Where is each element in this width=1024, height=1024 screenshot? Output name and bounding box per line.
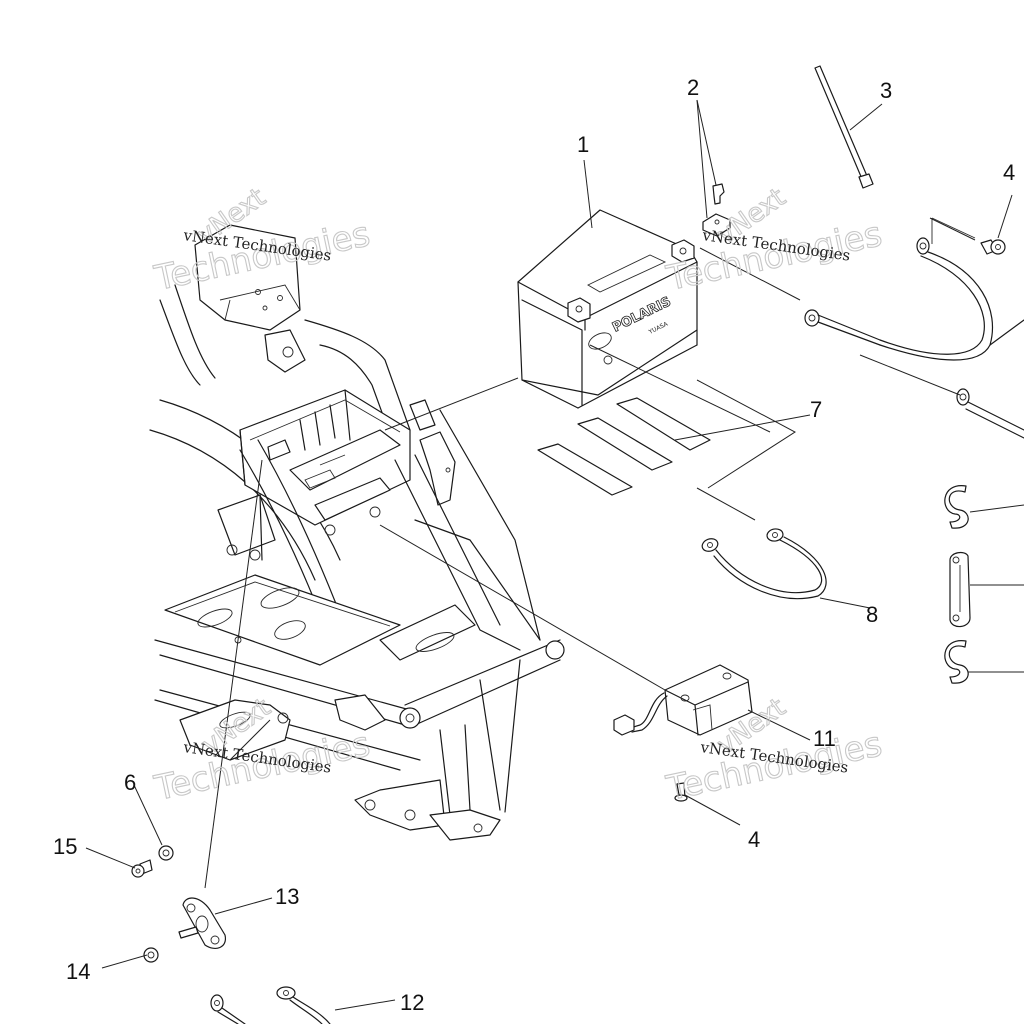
nut-6[interactable] xyxy=(158,845,174,861)
ground-cable[interactable] xyxy=(700,528,827,600)
terminal-block[interactable] xyxy=(178,897,227,949)
callout-4-upper[interactable]: 4 xyxy=(1003,160,1015,185)
retainer-clip-upper[interactable] xyxy=(944,485,969,529)
negative-cable[interactable] xyxy=(956,388,1024,439)
battery-strap[interactable] xyxy=(814,65,874,189)
screw-lower[interactable] xyxy=(674,782,688,802)
callout-11[interactable]: 11 xyxy=(813,726,836,751)
callout-4-lower[interactable]: 4 xyxy=(748,827,760,852)
callouts: 1 2 3 4 4 6 7 8 11 12 13 14 15 xyxy=(53,75,1015,1015)
callout-12[interactable]: 12 xyxy=(400,990,424,1015)
terminal-bolt[interactable] xyxy=(702,183,731,237)
callout-15[interactable]: 15 xyxy=(53,834,77,859)
callout-14[interactable]: 14 xyxy=(66,959,90,984)
retainer-clip-lower[interactable] xyxy=(944,640,969,684)
nut-14[interactable] xyxy=(143,947,159,963)
battery-pads[interactable] xyxy=(537,397,711,496)
link-bar[interactable] xyxy=(949,551,971,628)
callout-2[interactable]: 2 xyxy=(687,75,699,100)
callout-1[interactable]: 1 xyxy=(577,132,589,157)
cable-12[interactable] xyxy=(210,986,331,1024)
vehicle-frame xyxy=(149,224,565,841)
positive-cable[interactable] xyxy=(804,217,1024,361)
bolt-15[interactable] xyxy=(131,859,153,878)
relay-module[interactable] xyxy=(613,664,753,736)
watermark-top-right: vNext Technologies vNext Technologies xyxy=(662,182,886,300)
leader-lines xyxy=(85,99,1013,1011)
battery[interactable]: POLARIS YUASA xyxy=(517,209,698,409)
callout-13[interactable]: 13 xyxy=(275,884,299,909)
callout-6[interactable]: 6 xyxy=(124,770,136,795)
callout-8[interactable]: 8 xyxy=(866,602,878,627)
callout-7[interactable]: 7 xyxy=(810,397,822,422)
screw-upper[interactable] xyxy=(980,239,1006,255)
callout-3[interactable]: 3 xyxy=(880,78,892,103)
svg-text:Technologies: Technologies xyxy=(663,724,886,809)
